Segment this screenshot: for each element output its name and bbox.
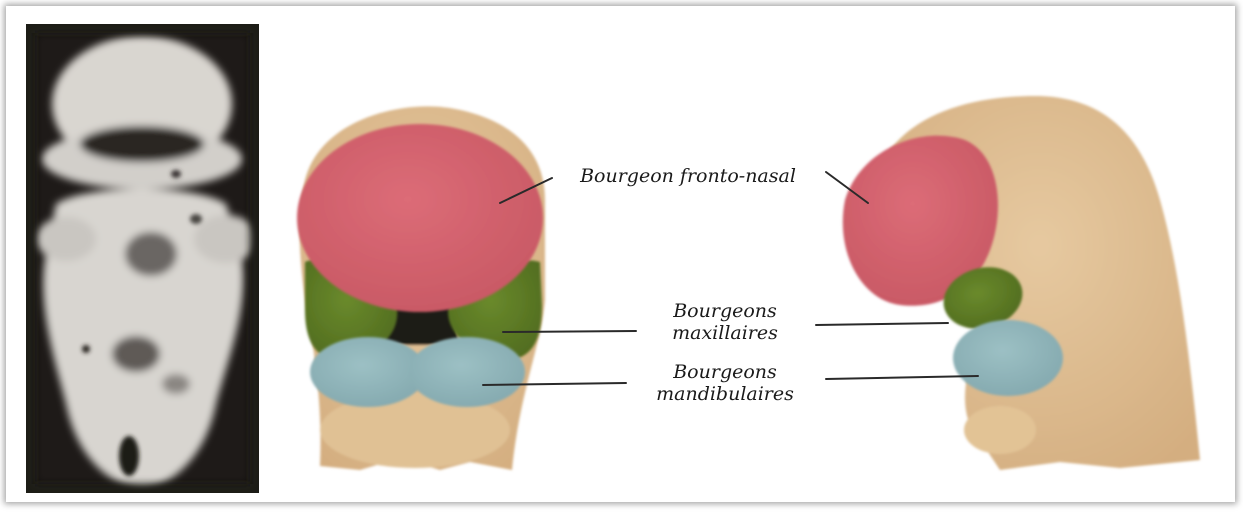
label-mandibulaires-line2: mandibulaires (630, 383, 820, 405)
lateral-mandibular-bud (953, 320, 1063, 396)
leader-line-maxillary-front (503, 331, 636, 332)
label-mandibulaires-line1: Bourgeons (630, 361, 820, 383)
leader-line-maxillary-side (816, 323, 948, 325)
label-fronto-nasal: Bourgeon fronto-nasal (555, 165, 821, 187)
leader-line-mandibular-side (826, 376, 978, 379)
label-maxillaires: Bourgeons maxillaires (650, 300, 800, 344)
frontal-fronto-nasal-bud (297, 124, 543, 312)
label-mandibulaires: Bourgeons mandibulaires (630, 361, 820, 405)
label-maxillaires-line2: maxillaires (650, 322, 800, 344)
label-maxillaires-line1: Bourgeons (650, 300, 800, 322)
